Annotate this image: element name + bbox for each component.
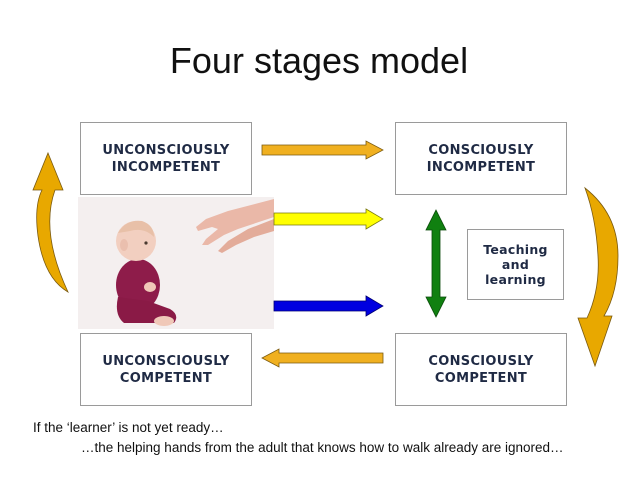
box-unconsciously-incompetent: UNCONSCIOUSLY INCOMPETENT xyxy=(80,122,252,195)
arrow-vertical-green xyxy=(425,209,447,318)
box-teaching-and-learning-label: Teaching and learning xyxy=(483,242,548,287)
photo-illustration xyxy=(78,197,274,329)
box-teaching-and-learning: Teaching and learning xyxy=(467,229,564,300)
caption-line-2: …the helping hands from the adult that k… xyxy=(81,440,564,455)
box-consciously-incompetent-label: CONSCIOUSLY INCOMPETENT xyxy=(426,142,536,175)
box-consciously-incompetent: CONSCIOUSLY INCOMPETENT xyxy=(395,122,567,195)
arrow-right-yellow xyxy=(273,208,384,230)
box-consciously-competent-label: CONSCIOUSLY COMPETENT xyxy=(428,353,534,386)
arrow-right-blue xyxy=(273,295,384,317)
arrow-right-orange-top xyxy=(261,140,384,160)
arrow-left-orange-bottom xyxy=(261,348,384,368)
curved-arrow-right xyxy=(577,186,619,368)
box-unconsciously-incompetent-label: UNCONSCIOUSLY INCOMPETENT xyxy=(102,142,230,175)
box-unconsciously-competent: UNCONSCIOUSLY COMPETENT xyxy=(80,333,252,406)
box-unconsciously-competent-label: UNCONSCIOUSLY COMPETENT xyxy=(102,353,230,386)
baby-and-adult-hands-photo xyxy=(78,197,274,329)
slide-title: Four stages model xyxy=(169,40,469,81)
caption-line-1: If the ‘learner’ is not yet ready… xyxy=(33,420,224,435)
box-consciously-competent: CONSCIOUSLY COMPETENT xyxy=(395,333,567,406)
curved-arrow-left xyxy=(32,151,69,293)
